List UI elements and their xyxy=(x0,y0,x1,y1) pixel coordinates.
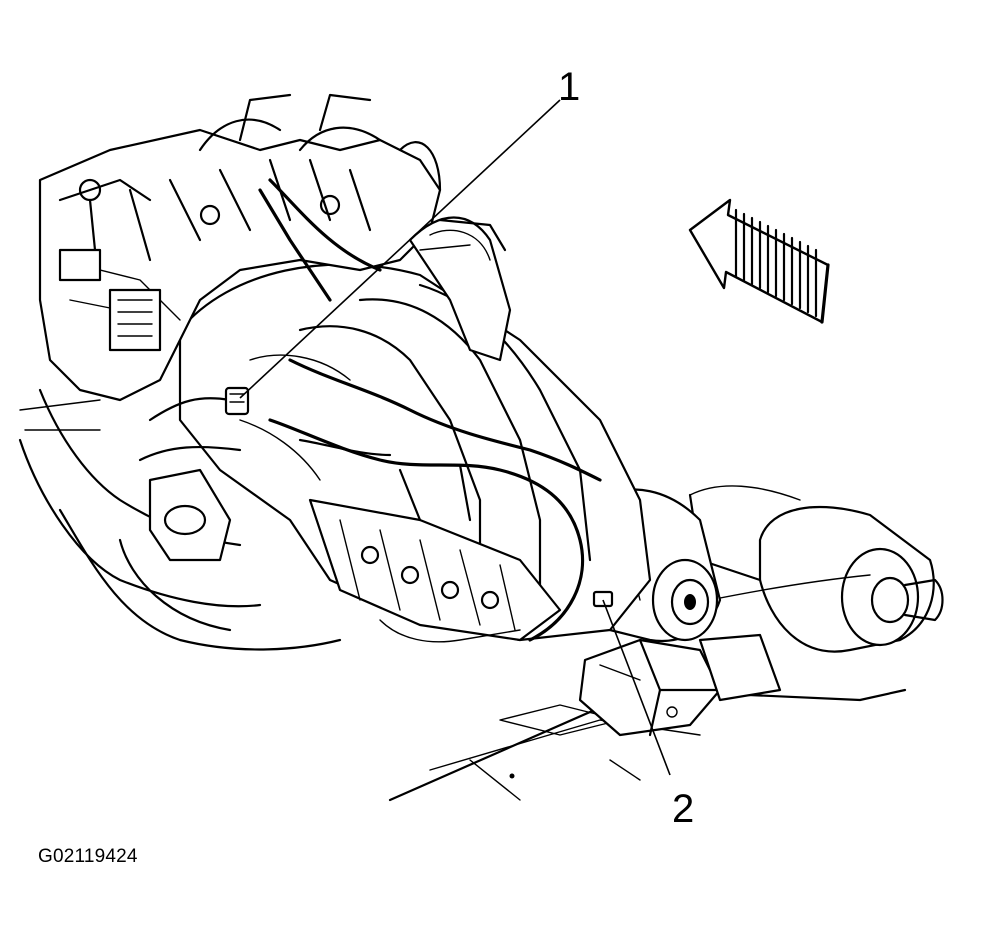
figure-id-label: G02119424 xyxy=(38,846,138,867)
callout-2-leader-line xyxy=(602,599,671,776)
wiring-harness xyxy=(138,358,602,643)
exhaust-pipe xyxy=(18,388,342,651)
connector-2 xyxy=(592,590,614,608)
callout-2-label: 2 xyxy=(672,787,694,831)
callout-1-leader-line xyxy=(239,99,561,399)
output-shaft-housing xyxy=(688,485,944,653)
connector-1 xyxy=(224,386,250,416)
transmission-mount xyxy=(578,633,782,737)
engine-block xyxy=(38,93,442,402)
callout-1-label: 1 xyxy=(558,65,580,109)
rear-exhaust-pipe xyxy=(408,216,512,362)
front-direction-arrow-icon xyxy=(688,198,830,324)
transmission-case xyxy=(178,263,652,642)
